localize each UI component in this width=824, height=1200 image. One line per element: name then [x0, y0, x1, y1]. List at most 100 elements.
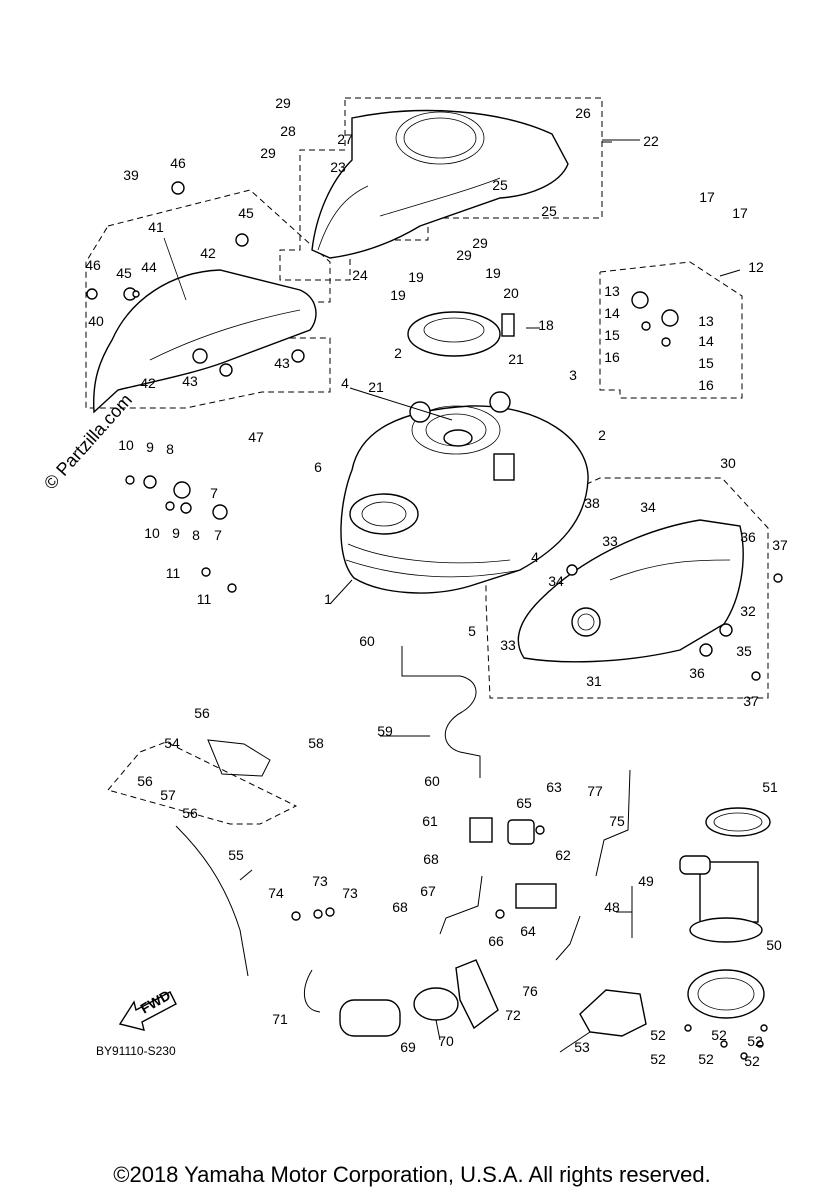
callout-29: 29	[472, 235, 488, 251]
callout-37: 37	[743, 693, 759, 709]
callout-5: 5	[468, 623, 476, 639]
seat-part	[517, 519, 744, 663]
callout-3: 3	[569, 367, 577, 383]
callout-19: 19	[408, 269, 424, 285]
callout-35: 35	[736, 643, 752, 659]
hose-71	[304, 969, 321, 1013]
callout-51: 51	[762, 779, 778, 795]
handle-part	[579, 989, 647, 1037]
callout-52: 52	[650, 1051, 666, 1067]
callout-55: 55	[228, 847, 244, 863]
callout-28: 28	[280, 123, 296, 139]
callout-68: 68	[392, 899, 408, 915]
hose-lower	[555, 915, 581, 961]
callout-61: 61	[422, 813, 438, 829]
group-box-side-cover	[85, 189, 331, 409]
callout-9: 9	[172, 525, 180, 541]
callout-14: 14	[604, 305, 620, 321]
callout-19: 19	[485, 265, 501, 281]
callout-10: 10	[118, 437, 134, 453]
callout-63: 63	[546, 779, 562, 795]
callout-52: 52	[711, 1027, 727, 1043]
callout-71: 71	[272, 1011, 288, 1027]
callout-26: 26	[575, 105, 591, 121]
callout-22: 22	[643, 133, 659, 149]
callout-72: 72	[505, 1007, 521, 1023]
callout-57: 57	[160, 787, 176, 803]
callout-7: 7	[210, 485, 218, 501]
callout-52: 52	[698, 1051, 714, 1067]
callout-9: 9	[146, 439, 154, 455]
callout-11: 11	[166, 565, 181, 581]
callout-52: 52	[744, 1053, 760, 1069]
hose-75	[595, 769, 631, 877]
fuel-pump-part	[679, 807, 771, 943]
callout-7: 7	[214, 527, 222, 543]
callout-16: 16	[604, 349, 620, 365]
callout-23: 23	[330, 159, 346, 175]
callout-34: 34	[548, 573, 564, 589]
callout-56: 56	[182, 805, 198, 821]
gasket-plate-part	[687, 969, 765, 1019]
fuel-tank-part	[340, 405, 589, 594]
callout-43: 43	[182, 373, 198, 389]
callout-69: 69	[400, 1039, 416, 1055]
callout-15: 15	[604, 327, 620, 343]
group-box-seat	[485, 477, 769, 699]
copyright-notice: ©2018 Yamaha Motor Corporation, U.S.A. A…	[113, 1162, 711, 1187]
group-box-bracket	[599, 261, 743, 399]
group-box-tank-cover	[279, 97, 603, 281]
clamp-part	[507, 819, 535, 845]
callout-29: 29	[275, 95, 291, 111]
callout-54: 54	[164, 735, 180, 751]
callout-29: 29	[456, 247, 472, 263]
hose-67	[439, 875, 483, 935]
callout-17: 17	[732, 205, 748, 221]
callout-16: 16	[698, 377, 714, 393]
callout-45: 45	[116, 265, 132, 281]
leader-lines	[239, 139, 741, 1053]
callout-34: 34	[640, 499, 656, 515]
callout-1: 1	[324, 591, 332, 607]
callout-25: 25	[492, 177, 508, 193]
callout-40: 40	[88, 313, 104, 329]
callout-36: 36	[689, 665, 705, 681]
callout-73: 73	[312, 873, 328, 889]
callout-4: 4	[531, 549, 539, 565]
callout-62: 62	[555, 847, 571, 863]
callout-65: 65	[516, 795, 532, 811]
callout-46: 46	[170, 155, 186, 171]
callout-24: 24	[352, 267, 368, 283]
callout-39: 39	[123, 167, 139, 183]
callout-11: 11	[197, 591, 212, 607]
callout-74: 74	[268, 885, 284, 901]
callout-50: 50	[766, 937, 782, 953]
callout-42: 42	[140, 375, 156, 391]
fwd-arrow-icon: FWD	[118, 987, 177, 1031]
callout-58: 58	[308, 735, 324, 751]
callout-29: 29	[260, 145, 276, 161]
callout-60: 60	[359, 633, 375, 649]
callout-20: 20	[503, 285, 519, 301]
callout-42: 42	[200, 245, 216, 261]
callout-2: 2	[394, 345, 402, 361]
group-box-hose	[107, 741, 298, 825]
callout-48: 48	[604, 899, 620, 915]
callout-14: 14	[698, 333, 714, 349]
callout-46: 46	[85, 257, 101, 273]
callout-12: 12	[748, 259, 764, 275]
callout-49: 49	[638, 873, 654, 889]
callout-68: 68	[423, 851, 439, 867]
callout-59: 59	[377, 723, 393, 739]
callout-36: 36	[740, 529, 756, 545]
callout-45: 45	[238, 205, 254, 221]
bracket-64-part	[515, 883, 557, 909]
callout-56: 56	[194, 705, 210, 721]
callout-31: 31	[586, 673, 602, 689]
callout-33: 33	[500, 637, 516, 653]
canister-part	[339, 987, 459, 1037]
callout-15: 15	[698, 355, 714, 371]
callout-25: 25	[541, 203, 557, 219]
